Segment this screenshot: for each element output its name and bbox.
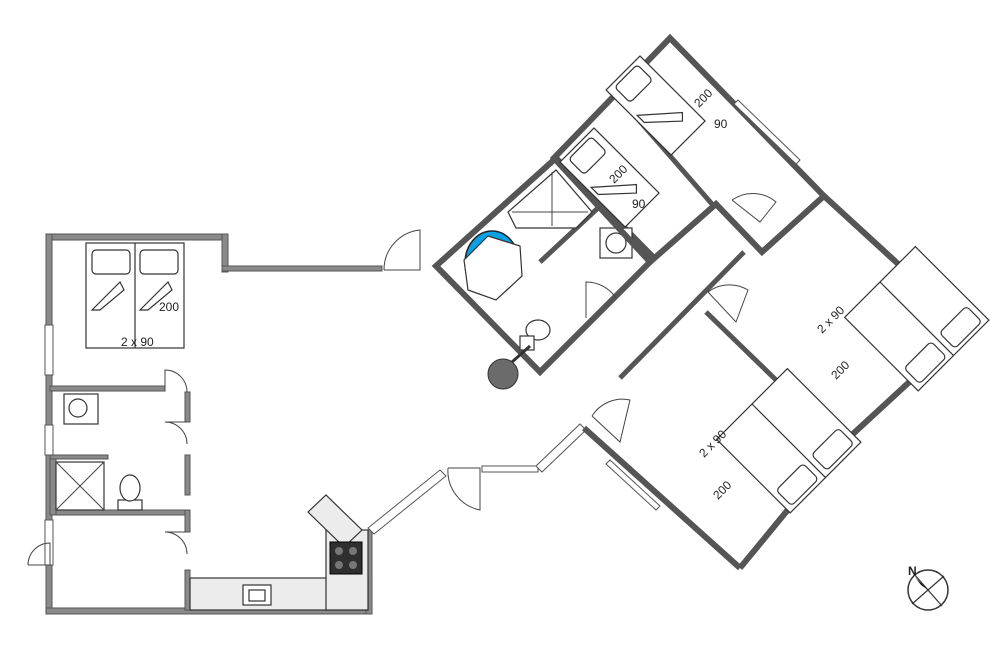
stove-round-icon: [487, 358, 519, 390]
wall: [760, 194, 826, 254]
door[interactable]: [164, 421, 188, 445]
shower-corner-icon: [507, 169, 593, 229]
wall: [184, 454, 191, 496]
door[interactable]: [731, 192, 777, 223]
bed-single-top-2: [559, 127, 660, 228]
door[interactable]: [383, 229, 421, 271]
window: [44, 519, 54, 566]
stove-icon: [329, 541, 363, 575]
window: [733, 99, 801, 165]
door[interactable]: [164, 369, 188, 393]
bedrooms-right: 2 x 90 200 2 x 90 200: [581, 193, 990, 571]
bed-length-label: 200: [828, 358, 852, 382]
door[interactable]: [707, 284, 749, 323]
sink-icon: [68, 398, 88, 418]
wall: [221, 233, 229, 273]
flue-pipe: [511, 344, 531, 364]
pillow: [905, 342, 946, 383]
bed-double-left: 200 2 x 90: [85, 242, 185, 349]
bed-divider: [751, 403, 826, 478]
pillow: [139, 249, 179, 275]
duvet-fold: [90, 280, 125, 311]
duvet-fold: [589, 183, 638, 196]
wall: [538, 206, 600, 264]
bed-length-label: 200: [159, 300, 179, 314]
window: [44, 324, 54, 376]
compass-icon: N: [907, 564, 949, 611]
duvet-fold: [138, 280, 173, 311]
shower-line: [55, 461, 105, 511]
window: [44, 424, 54, 456]
pillow: [615, 65, 652, 102]
bed-double-right-2: [715, 367, 862, 514]
bed-length-label: 200: [710, 478, 734, 502]
wall: [49, 385, 166, 392]
wall: [49, 454, 109, 460]
bed-width-label: 90: [632, 197, 646, 211]
bathroom-left: [55, 393, 143, 511]
terrace-door[interactable]: [447, 467, 481, 511]
wall: [581, 425, 743, 571]
door[interactable]: [164, 531, 188, 555]
toilet-icon: [119, 474, 141, 502]
corridor-wall: [618, 250, 746, 380]
burner: [335, 547, 343, 555]
window: [367, 469, 447, 535]
toilet-icon: [525, 319, 551, 341]
window: [481, 465, 539, 473]
wall: [45, 233, 229, 241]
pillow: [777, 464, 818, 505]
entry-door[interactable]: [27, 542, 51, 566]
pillow: [569, 137, 606, 174]
wall: [184, 509, 191, 533]
burner: [349, 561, 357, 569]
sink-basin: [248, 589, 266, 602]
bed-width-label: 2 x 90: [121, 335, 154, 349]
wall: [49, 509, 191, 516]
window: [535, 423, 587, 473]
wall: [49, 454, 57, 516]
door[interactable]: [585, 281, 617, 318]
bed-double-right-1: [843, 245, 990, 392]
bed-width-label: 2 x 90: [814, 303, 847, 336]
pillow: [812, 429, 853, 470]
pillow: [91, 249, 131, 275]
wall: [221, 265, 383, 272]
duvet-fold: [635, 111, 684, 124]
bed-width-label: 90: [714, 117, 728, 131]
bed-divider: [879, 281, 954, 356]
bed-length-label: 200: [691, 86, 715, 110]
bedrooms-top: 200 90 200 90: [549, 33, 829, 267]
burner: [349, 547, 357, 555]
sink-icon: [605, 232, 627, 254]
pillow: [940, 307, 981, 348]
living-room-wall: [367, 423, 587, 535]
compass-north-label: N: [908, 564, 917, 578]
wall: [184, 569, 191, 611]
spa-bath-frame: [463, 235, 523, 301]
window: [605, 459, 661, 511]
doors-left: [27, 369, 188, 566]
wall: [184, 391, 191, 423]
left-wing: [44, 233, 383, 615]
kitchen-counter: [307, 494, 363, 548]
burner: [335, 561, 343, 569]
bed-frame: [605, 55, 706, 156]
door[interactable]: [591, 398, 631, 443]
kitchen: [189, 494, 369, 611]
bed-single-top-1: [605, 55, 706, 156]
